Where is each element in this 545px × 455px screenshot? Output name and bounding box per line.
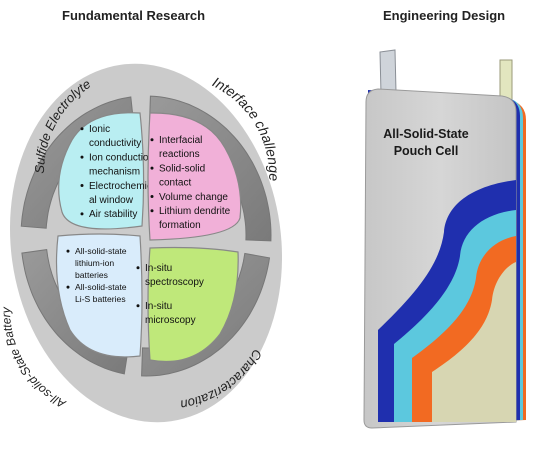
petal-item: microscopy [145,315,196,326]
bullet-dot [66,249,70,253]
petal-item: Li-S batteries [75,294,126,304]
petal-item: contact [159,178,191,189]
bullet-dot [80,127,84,131]
petal-item: In-situ [145,263,172,274]
bullet-dot [80,155,84,159]
petal-item: Solid-solid [159,163,205,174]
petal-item: conductivity [89,138,141,149]
petal-item: mechanism [89,167,140,178]
petal-item: reactions [159,149,200,160]
petal-interface-challenge-shape [147,112,242,241]
bullet-dot [150,166,154,170]
engineering-design-header: Engineering Design [383,8,506,23]
petal-all-solid-state-battery-shape [55,233,143,358]
petal-item: All-solid-state [75,282,127,292]
petal-item: al window [89,195,134,206]
bullet-dot [150,195,154,198]
petal-item: formation [159,220,201,231]
petal-characterization-shape [147,246,239,363]
pouch-title-line2: Pouch Cell [394,144,459,158]
petal-item: Volume change [159,192,228,203]
bullet-dot [80,212,84,216]
petal-all-solid-state-battery: All-solid-statelithium-ionbatteriesAll-s… [55,233,143,358]
petal-item: Air stability [89,209,137,220]
petal-item: All-solid-state [75,246,127,256]
bullet-dot [80,184,84,187]
petal-item: batteries [75,270,108,280]
petal-sulfide-electrolyte-shape [58,112,145,230]
petal-item: Interfacial [159,135,202,146]
petal-item: In-situ [145,301,172,312]
pouch-tab-left [379,49,397,95]
bullet-dot [66,285,70,289]
pouch-wave-beige [432,262,516,422]
pouch-title-line1: All-Solid-State [383,127,468,141]
petal-item: Ion conduction [89,152,154,163]
petal-item: Lithium dendrite [159,206,231,217]
bullet-dot [136,266,140,270]
bullet-dot [150,138,154,142]
petal-item: lithium-ion [75,258,114,268]
bullet-dot [150,209,154,213]
fundamental-research-header: Fundamental Research [62,8,206,23]
petal-item: Electrochemic [89,181,152,192]
petal-item: spectroscopy [145,277,204,288]
petal-item: Ionic [89,124,110,135]
bullet-dot [136,304,140,308]
